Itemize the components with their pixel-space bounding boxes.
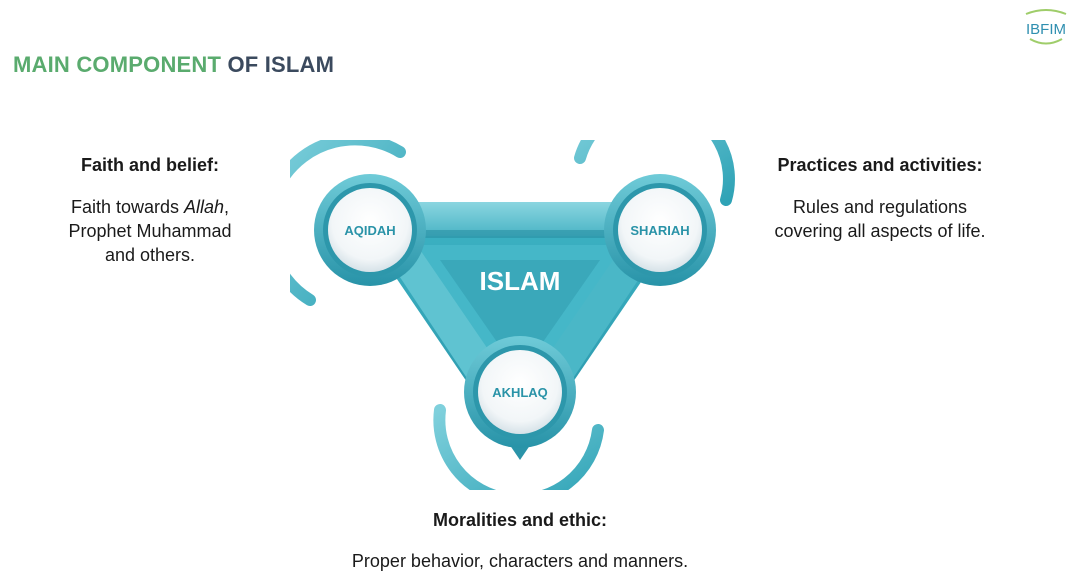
allah-emphasis: Allah bbox=[184, 197, 225, 217]
islam-center-label: ISLAM bbox=[480, 266, 561, 296]
shariah-node: SHARIAH bbox=[604, 174, 716, 286]
moralities-heading: Moralities and ethic: bbox=[432, 510, 608, 530]
page-title: MAIN COMPONENT OF ISLAM bbox=[13, 52, 334, 78]
title-highlight: MAIN COMPONENT bbox=[13, 52, 222, 77]
practices-line-1: Rules and regulations bbox=[792, 197, 968, 217]
islam-triangle-diagram: ISLAM AQIDAH SHARIAH AKHLAQ bbox=[290, 140, 750, 490]
practices-body: Rules and regulations covering all aspec… bbox=[745, 195, 1015, 243]
faith-line-1: Faith towards Allah, bbox=[45, 195, 255, 219]
faith-block: Faith and belief: Faith towards Allah, P… bbox=[45, 155, 255, 267]
practices-line-2: covering all aspects of life. bbox=[774, 221, 986, 241]
practices-heading: Practices and activities: bbox=[777, 155, 983, 175]
shariah-label: SHARIAH bbox=[630, 223, 689, 238]
faith-line-1-pre: Faith towards bbox=[70, 197, 184, 217]
aqidah-label: AQIDAH bbox=[344, 223, 395, 238]
logo-text: IBFIM bbox=[1026, 21, 1066, 38]
ibfim-logo: IBFIM bbox=[1018, 8, 1074, 48]
faith-line-1-post: , bbox=[224, 197, 230, 217]
moralities-line-1: Proper behavior, characters and manners. bbox=[351, 551, 689, 571]
faith-line-2: Prophet Muhammad bbox=[68, 221, 232, 241]
akhlaq-outer-arc bbox=[433, 404, 604, 490]
akhlaq-label: AKHLAQ bbox=[492, 385, 548, 400]
faith-body: Faith towards Allah, Prophet Muhammad an… bbox=[45, 195, 255, 267]
top-connector-bar bbox=[400, 202, 640, 238]
akhlaq-node: AKHLAQ bbox=[464, 336, 576, 448]
faith-line-3: and others. bbox=[104, 245, 196, 265]
aqidah-node: AQIDAH bbox=[314, 174, 426, 286]
practices-block: Practices and activities: Rules and regu… bbox=[745, 155, 1015, 243]
faith-heading: Faith and belief: bbox=[80, 155, 219, 175]
moralities-body: Proper behavior, characters and manners. bbox=[290, 549, 750, 573]
moralities-block: Moralities and ethic: Proper behavior, c… bbox=[290, 510, 750, 573]
shariah-outer-arc bbox=[574, 140, 735, 206]
title-rest: OF ISLAM bbox=[221, 52, 335, 77]
